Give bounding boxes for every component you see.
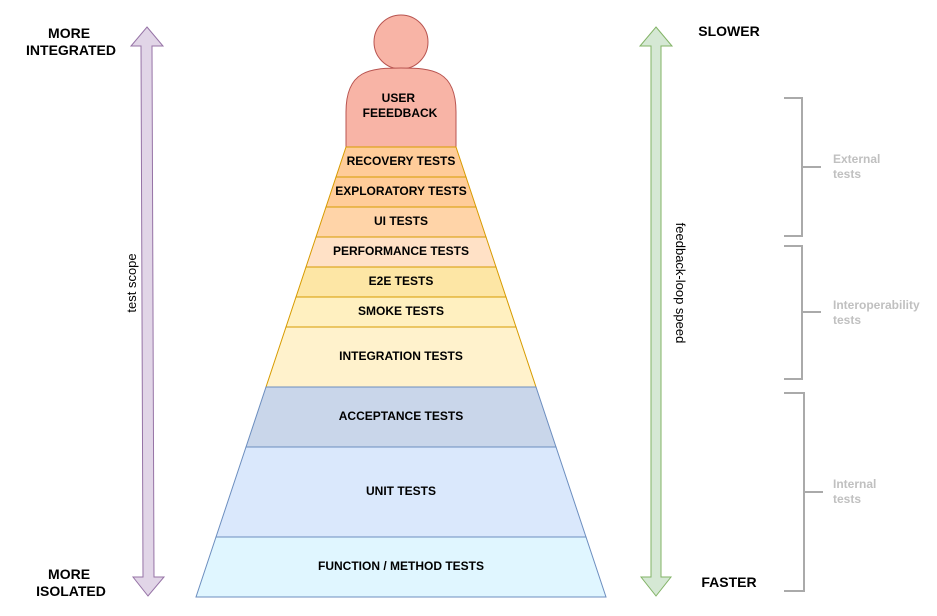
- layer-function-method-tests: [195, 536, 607, 598]
- layer-ui-label: UI TESTS: [374, 214, 428, 228]
- bottom-left-label: MORE ISOLATED: [36, 566, 106, 599]
- bracket-internal: [784, 392, 823, 592]
- external-line2: tests: [833, 167, 861, 181]
- test-scope-label: test scope: [124, 253, 139, 312]
- feedback-speed-label: feedback-loop speed: [673, 223, 688, 344]
- user-line2: FEEEDBACK: [363, 106, 438, 120]
- bottom-left-line2: ISOLATED: [36, 583, 106, 599]
- bottom-right-label: FASTER: [701, 574, 756, 590]
- feedback-speed-arrow: [638, 26, 674, 597]
- layer-exploratory-label: EXPLORATORY TESTS: [335, 184, 467, 198]
- user-line1: USER: [382, 91, 416, 105]
- bracket-interoperability-label: Interoperability tests: [833, 298, 923, 327]
- user-body: [345, 67, 457, 148]
- external-line1: External: [833, 152, 880, 166]
- bracket-interoperability: [784, 245, 821, 380]
- layer-smoke-label: SMOKE TESTS: [358, 304, 444, 318]
- user-figure: USER FEEEDBACK: [345, 14, 457, 148]
- layer-performance-label: PERFORMANCE TESTS: [333, 244, 469, 258]
- top-left-label: MORE INTEGRATED: [26, 25, 116, 58]
- bracket-external: [784, 97, 821, 237]
- top-right-label: SLOWER: [698, 23, 759, 39]
- internal-line2: tests: [833, 492, 861, 506]
- layer-acceptance-label: ACCEPTANCE TESTS: [339, 409, 463, 423]
- bottom-left-line1: MORE: [48, 566, 90, 582]
- interoperability-line1: Interoperability: [833, 298, 920, 312]
- layer-recovery-label: RECOVERY TESTS: [347, 154, 456, 168]
- test-pyramid: RECOVERY TESTS EXPLORATORY TESTS UI TEST…: [195, 146, 607, 598]
- user-feedback-label: USER FEEEDBACK: [363, 91, 438, 120]
- layer-function-method-label: FUNCTION / METHOD TESTS: [318, 559, 484, 573]
- bracket-internal-label: Internal tests: [833, 477, 880, 506]
- layer-e2e-label: E2E TESTS: [369, 274, 434, 288]
- layer-unit-label: UNIT TESTS: [366, 484, 436, 498]
- bracket-external-label: External tests: [833, 152, 884, 181]
- user-head: [373, 14, 429, 70]
- internal-line1: Internal: [833, 477, 876, 491]
- test-scope-arrow: [129, 26, 166, 597]
- top-left-line2: INTEGRATED: [26, 42, 116, 58]
- interoperability-line2: tests: [833, 313, 861, 327]
- layer-integration-label: INTEGRATION TESTS: [339, 349, 463, 363]
- top-left-line1: MORE: [48, 25, 90, 41]
